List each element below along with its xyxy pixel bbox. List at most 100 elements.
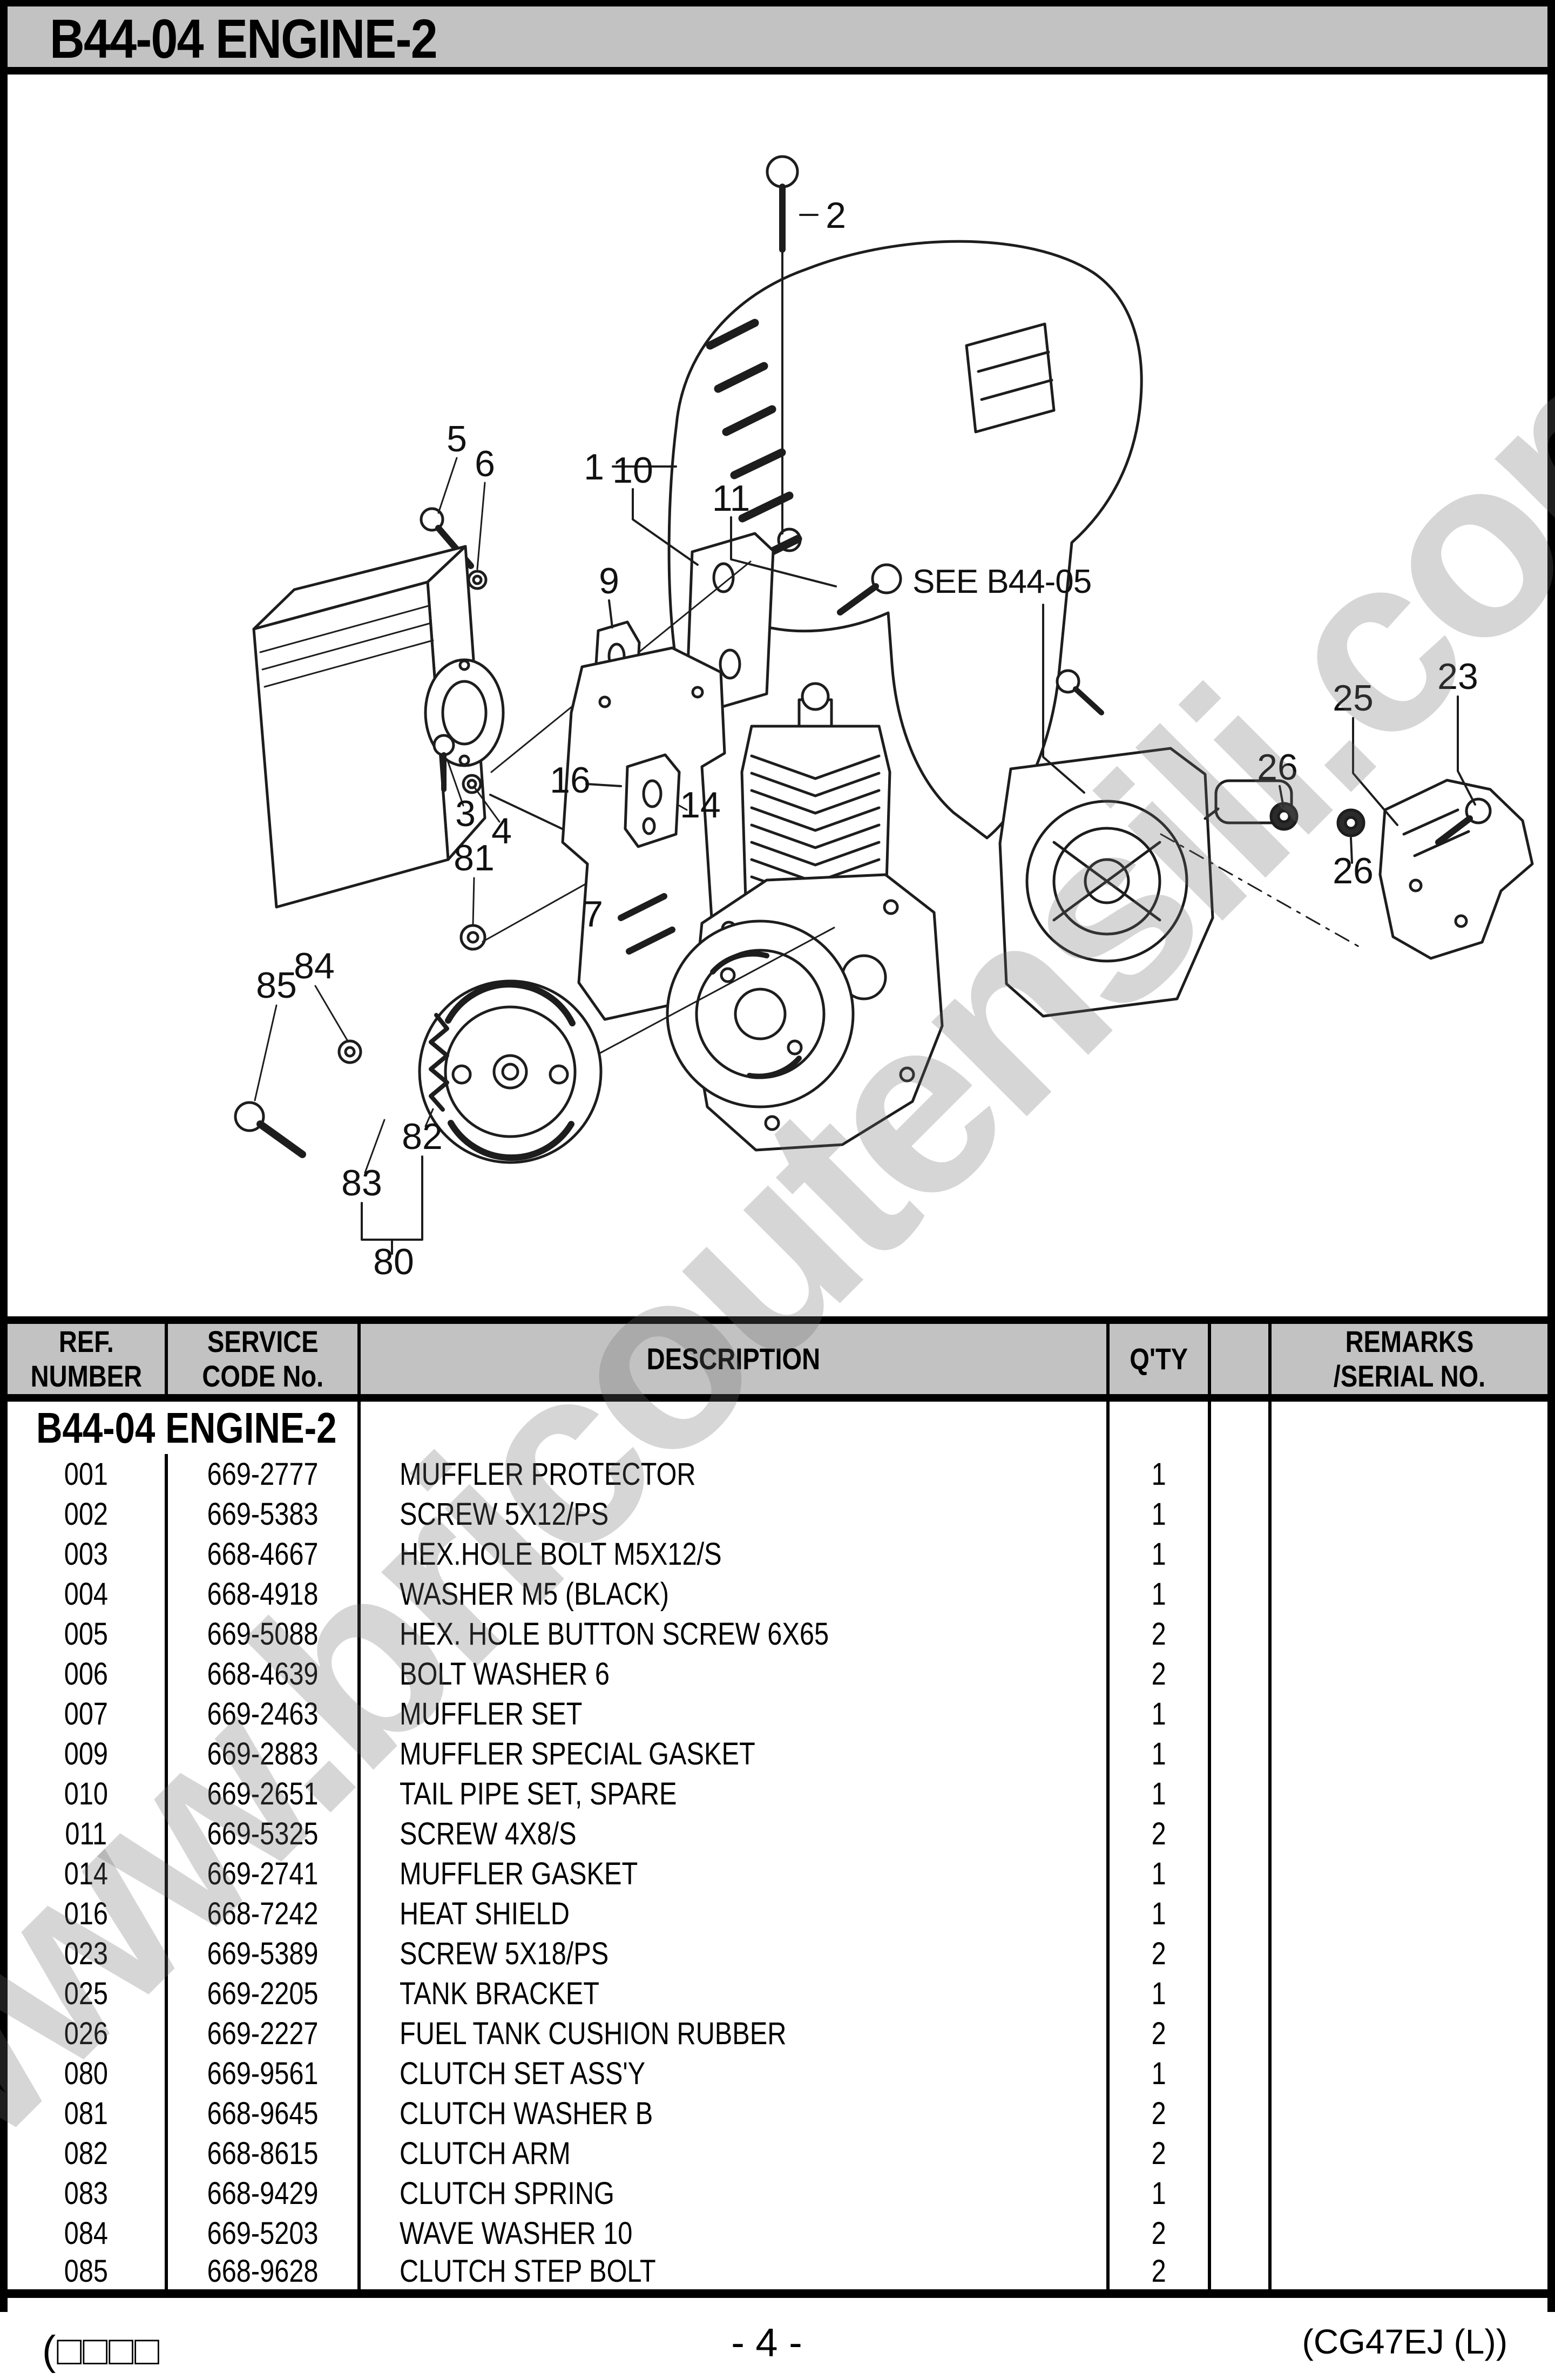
model-code: (CG47EJ (L)) [1302, 2322, 1508, 2361]
qty-cell: 2 [1106, 2213, 1209, 2253]
remarks-cell [1268, 1534, 1547, 1574]
callout-label: 16 [550, 760, 591, 801]
callout-label: 14 [680, 785, 721, 826]
col-header-ref-number: REF. NUMBER [8, 1320, 166, 1402]
desc-cell: HEX. HOLE BUTTON SCREW 6X65 [357, 1614, 1108, 1654]
desc-cell: SCREW 5X18/PS [357, 1933, 1108, 1973]
parts-table: REF. NUMBER SERVICE CODE No. DESCRIPTION… [8, 1316, 1547, 2298]
svc-header-line2: CODE No. [202, 1359, 323, 1393]
ref-cell: 001 [64, 1456, 109, 1492]
remarks-cell [1268, 2213, 1547, 2253]
ref-cell: 004 [64, 1576, 109, 1612]
code-cell: 668-4667 [165, 1534, 359, 1574]
recoil-starter-part [998, 604, 1362, 1018]
qty-cell: 1 [1106, 1574, 1209, 1614]
blank-cell [1208, 1694, 1270, 1734]
callout-label: 84 [294, 945, 335, 986]
ref-cell: 002 [64, 1496, 109, 1532]
callout-label: 2 [826, 195, 846, 236]
code-cell: 669-2463 [165, 1694, 359, 1734]
blank-cell [1208, 1574, 1270, 1614]
qty-cell: 1 [1106, 1973, 1209, 2013]
blank-cell [1208, 2053, 1270, 2093]
remarks-header-line2: /SERIAL NO. [1333, 1359, 1486, 1393]
callout-label: 4 [491, 810, 512, 851]
code-cell: 669-5088 [165, 1614, 359, 1654]
callout-label: 26 [1257, 747, 1298, 788]
qty-cell: 2 [1106, 2133, 1209, 2173]
col-header-service-code: SERVICE CODE No. [165, 1320, 359, 1402]
ref-cell: 006 [64, 1656, 109, 1692]
bolt-3-washer-4-part [432, 734, 501, 823]
ref-cell: 005 [64, 1616, 109, 1652]
callout-label: 11 [712, 478, 751, 519]
remarks-cell [1268, 1854, 1547, 1894]
callout-label: 82 [402, 1116, 443, 1157]
callout-label: 7 [583, 894, 603, 935]
blank-cell [1208, 1933, 1270, 1973]
desc-cell: BOLT WASHER 6 [357, 1654, 1108, 1694]
ref-cell: 014 [64, 1856, 109, 1891]
exploded-diagram: SEE B44-05 21561011923252616143481267858… [234, 155, 1534, 1282]
blank-cell [1208, 1774, 1270, 1814]
code-cell: 669-5389 [165, 1933, 359, 1973]
svc-header-line1: SERVICE [207, 1324, 319, 1358]
remarks-cell [1268, 2173, 1547, 2213]
desc-cell: CLUTCH SET ASS'Y [357, 2053, 1108, 2093]
qty-cell: 2 [1106, 2253, 1209, 2294]
clutch-set-part [234, 979, 603, 1255]
qty-cell: 1 [1106, 1894, 1209, 1933]
blank-cell [1208, 1973, 1270, 2013]
remarks-cell [1268, 1574, 1547, 1614]
callout-label: 9 [599, 560, 619, 601]
code-cell: 669-2227 [165, 2013, 359, 2053]
remarks-cell [1268, 2013, 1547, 2053]
code-cell: 669-5203 [165, 2213, 359, 2253]
desc-cell: CLUTCH ARM [357, 2133, 1108, 2173]
ref-cell: 009 [64, 1736, 109, 1772]
callout-label: 26 [1333, 850, 1374, 891]
callout-label: 23 [1437, 656, 1478, 697]
desc-cell: TAIL PIPE SET, SPARE [357, 1774, 1108, 1814]
remarks-header-line1: REMARKS [1345, 1324, 1474, 1358]
blank-cell [1208, 1494, 1270, 1534]
desc-cell: SCREW 4X8/S [357, 1814, 1108, 1854]
col-header-remarks: REMARKS /SERIAL NO. [1268, 1320, 1547, 1402]
section-empty-qty [1106, 1398, 1209, 1454]
qty-cell: 1 [1106, 1494, 1209, 1534]
desc-cell: MUFFLER SPECIAL GASKET [357, 1734, 1108, 1774]
remarks-cell [1268, 1694, 1547, 1734]
qty-cell: 2 [1106, 1933, 1209, 1973]
qty-cell: 1 [1106, 1534, 1209, 1574]
remarks-cell [1268, 1933, 1547, 1973]
desc-cell: CLUTCH WASHER B [357, 2093, 1108, 2133]
callout-label: 5 [447, 418, 467, 459]
callout-label: 25 [1333, 678, 1374, 719]
muffler-set-part [252, 545, 594, 909]
desc-cell: MUFFLER PROTECTOR [357, 1454, 1108, 1494]
desc-cell: CLUTCH STEP BOLT [357, 2253, 1108, 2294]
callout-label: 6 [475, 443, 495, 484]
page-title: B44-04 ENGINE-2 [50, 8, 438, 70]
see-reference-note: SEE B44-05 [912, 563, 1091, 600]
code-cell: 669-2883 [165, 1734, 359, 1774]
ref-cell: 080 [64, 2056, 109, 2091]
ref-cell: 081 [64, 2095, 109, 2131]
screw-11-part [730, 516, 902, 616]
cushion-26-parts [1269, 785, 1365, 864]
qty-cell: 1 [1106, 2053, 1209, 2093]
ref-cell: 025 [64, 1976, 109, 2011]
remarks-cell [1268, 1454, 1547, 1494]
desc-cell: MUFFLER SET [357, 1694, 1108, 1734]
qty-cell: 2 [1106, 1814, 1209, 1854]
remarks-cell [1268, 1814, 1547, 1854]
ref-cell: 023 [64, 1936, 109, 1971]
section-empty-desc [357, 1398, 1108, 1454]
